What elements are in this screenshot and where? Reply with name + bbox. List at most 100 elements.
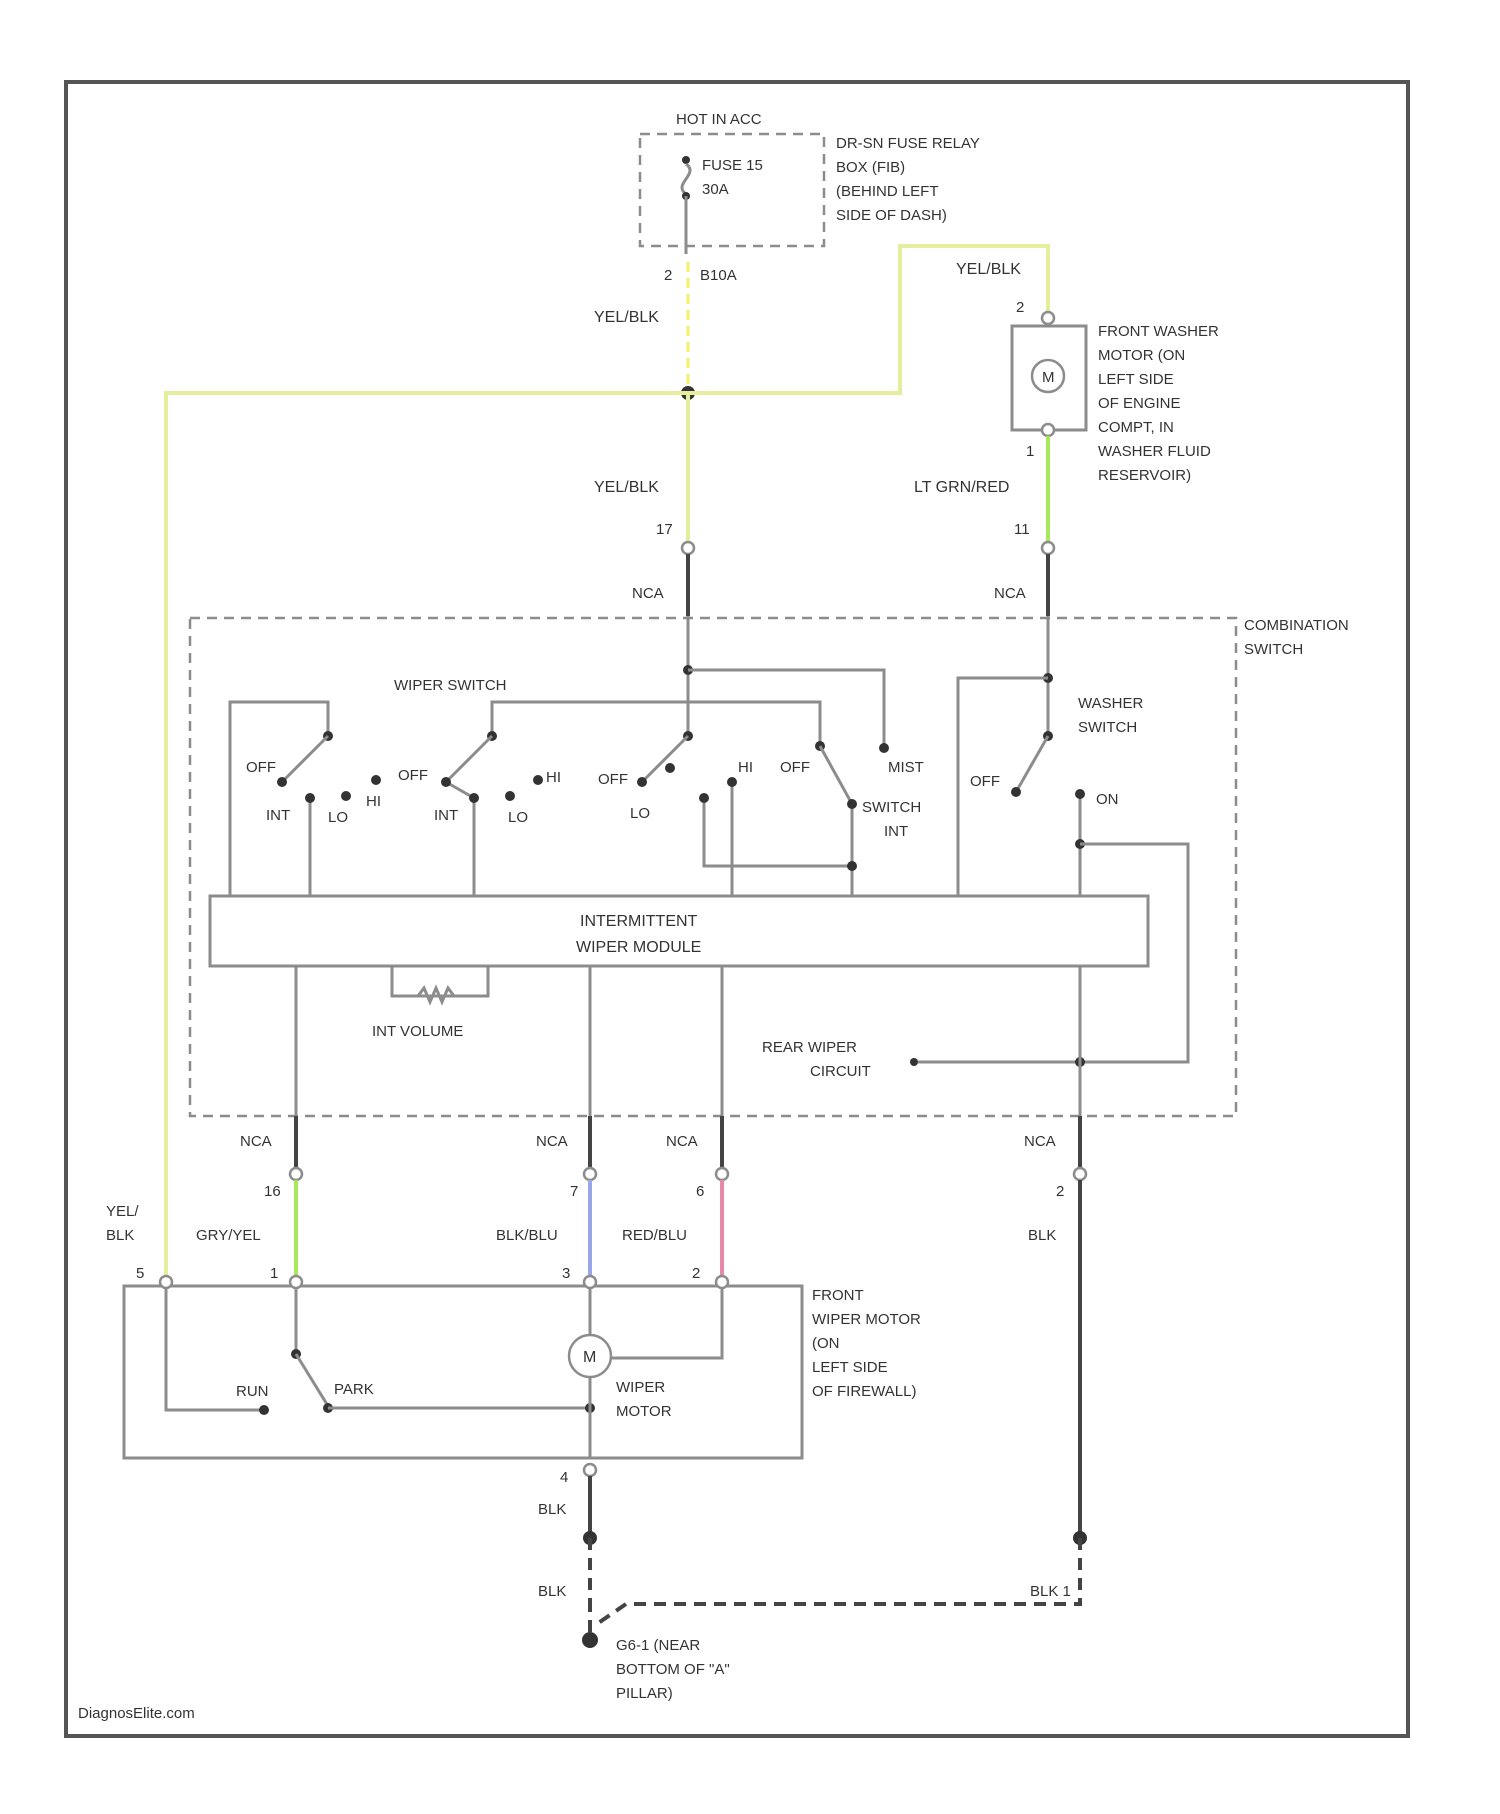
ground-label-3: PILLAR) — [616, 1685, 673, 1702]
washer-motor-label-3: LEFT SIDE — [1098, 371, 1174, 388]
nca-label-3: NCA — [240, 1133, 272, 1150]
switch-lo-2: LO — [508, 809, 528, 826]
motor-pin-5-terminal — [160, 1276, 172, 1288]
connector-7-terminal — [584, 1168, 596, 1180]
washer-motor-label-5: COMPT, IN — [1098, 419, 1174, 436]
washer-switch-on: ON — [1096, 791, 1119, 808]
fuse-box-label-2: BOX (FIB) — [836, 159, 905, 176]
rear-wiper-label-1: REAR WIPER — [762, 1039, 857, 1056]
fuse-terminal — [682, 156, 690, 164]
switch-off-3: OFF — [598, 771, 628, 788]
connector-2-terminal — [1074, 1168, 1086, 1180]
fuse-label: FUSE 15 — [702, 157, 763, 174]
motor-pin-2-terminal — [716, 1276, 728, 1288]
washer-connector-top — [1042, 312, 1054, 324]
front-motor-label-2: WIPER MOTOR — [812, 1311, 921, 1328]
int-volume-label: INT VOLUME — [372, 1023, 463, 1040]
nca-label-1: NCA — [632, 585, 664, 602]
washer-motor-label-6: WASHER FLUID — [1098, 443, 1211, 460]
front-motor-label-4: LEFT SIDE — [812, 1359, 888, 1376]
ground-label-2: BOTTOM OF "A" — [616, 1661, 730, 1678]
washer-connector-bottom — [1042, 424, 1054, 436]
motor-pin-4-terminal — [584, 1464, 596, 1476]
combination-switch-label-1: COMBINATION — [1244, 617, 1349, 634]
fuse-icon — [682, 164, 690, 194]
motor-pin-3: 3 — [562, 1265, 570, 1282]
washer-switch-label-2: SWITCH — [1078, 719, 1137, 736]
nca-label-4: NCA — [536, 1133, 568, 1150]
wiper-motor-letter: M — [583, 1349, 596, 1366]
ground-lead-right — [594, 1538, 1080, 1626]
washer-motor-label-1: FRONT WASHER — [1098, 323, 1219, 340]
fuse-box-label-4: SIDE OF DASH) — [836, 207, 947, 224]
front-motor-label-5: OF FIREWALL) — [812, 1383, 916, 1400]
fuse-box-label-1: DR-SN FUSE RELAY — [836, 135, 980, 152]
fuse-relay-box — [640, 134, 824, 246]
connector-11-terminal — [1042, 542, 1054, 554]
switch-internal-wiring — [230, 616, 1188, 1062]
wire-label-blk-3: BLK 1 — [1030, 1583, 1071, 1600]
switch-int-label-1: SWITCH — [862, 799, 921, 816]
fuse-pin-number: 2 — [664, 267, 672, 284]
connector-16: 16 — [264, 1183, 281, 1200]
power-source-label: HOT IN ACC — [676, 111, 762, 128]
connector-6-terminal — [716, 1168, 728, 1180]
connector-11: 11 — [1014, 521, 1030, 538]
switch-int-2: INT — [434, 807, 458, 824]
nca-label-6: NCA — [1024, 1133, 1056, 1150]
wire-label-yel-2: BLK — [106, 1227, 134, 1244]
motor-pin-1: 1 — [270, 1265, 278, 1282]
washer-switch-label-1: WASHER — [1078, 695, 1143, 712]
rear-wiper-terminal — [910, 1058, 918, 1066]
nca-label-2: NCA — [994, 585, 1026, 602]
motor-pin-5: 5 — [136, 1265, 144, 1282]
wiper-motor-label-2: MOTOR — [616, 1403, 672, 1420]
nca-label-5: NCA — [666, 1133, 698, 1150]
washer-motor-letter: M — [1042, 369, 1055, 386]
switch-off-1: OFF — [246, 759, 276, 776]
washer-switch-off: OFF — [970, 773, 1000, 790]
fuse-pin-label: B10A — [700, 267, 737, 284]
connector-17: 17 — [656, 521, 673, 538]
int-volume-wiring — [392, 966, 488, 996]
front-motor-label-1: FRONT — [812, 1287, 864, 1304]
switch-int-1: INT — [266, 807, 290, 824]
ground-label-1: G6-1 (NEAR — [616, 1637, 700, 1654]
wiper-switch-contact-2 — [441, 731, 543, 803]
switch-mist: MIST — [888, 759, 924, 776]
washer-motor-label-7: RESERVOIR) — [1098, 467, 1191, 484]
wiper-switch-label: WIPER SWITCH — [394, 677, 507, 694]
switch-int-label-2: INT — [884, 823, 908, 840]
wire-label-blk-right: BLK — [1028, 1227, 1056, 1244]
wire-label-yel-blk-washer: YEL/BLK — [956, 261, 1021, 278]
motor-pin-3-terminal — [584, 1276, 596, 1288]
wiper-motor-label-1: WIPER — [616, 1379, 665, 1396]
connector-16-terminal — [290, 1168, 302, 1180]
ground-icon — [582, 1632, 598, 1648]
switch-off-2: OFF — [398, 767, 428, 784]
front-wiper-motor-box — [124, 1286, 802, 1458]
fuse-box-label-3: (BEHIND LEFT — [836, 183, 939, 200]
wire-label-blk-1: BLK — [538, 1501, 566, 1518]
motor-pin-2: 2 — [692, 1265, 700, 1282]
wire-label-yel-blk-mid: YEL/BLK — [594, 479, 659, 496]
motor-pin-1-terminal — [290, 1276, 302, 1288]
washer-motor-label-2: MOTOR (ON — [1098, 347, 1185, 364]
wire-label-blk-2: BLK — [538, 1583, 566, 1600]
washer-pin-bottom: 1 — [1026, 443, 1034, 460]
washer-motor-label-4: OF ENGINE — [1098, 395, 1181, 412]
switch-hi-1: HI — [366, 793, 381, 810]
wire-label-gry-yel: GRY/YEL — [196, 1227, 261, 1244]
switch-hi-2: HI — [546, 769, 561, 786]
rear-wiper-label-2: CIRCUIT — [810, 1063, 871, 1080]
module-label-2: WIPER MODULE — [576, 939, 701, 956]
wire-label-red-blu: RED/BLU — [622, 1227, 687, 1244]
wire-label-lt-grn-red: LT GRN/RED — [914, 479, 1009, 496]
wire-label-yel-1: YEL/ — [106, 1203, 139, 1220]
connector-17-terminal — [682, 542, 694, 554]
switch-hi-3: HI — [738, 759, 753, 776]
wire-label-yel-blk-top: YEL/BLK — [594, 309, 659, 326]
connector-2: 2 — [1056, 1183, 1064, 1200]
watermark: DiagnosElite.com — [78, 1705, 195, 1722]
